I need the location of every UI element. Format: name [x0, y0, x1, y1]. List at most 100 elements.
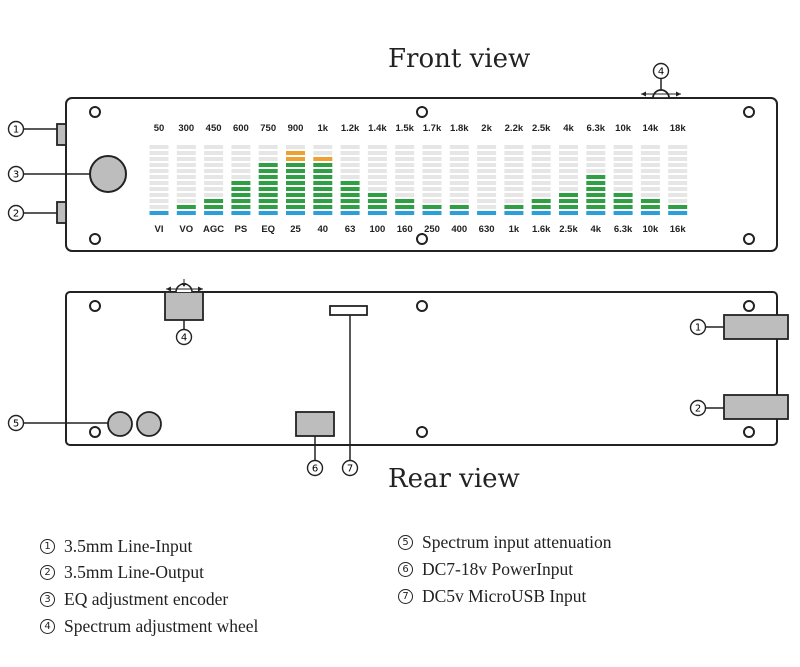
spectrum-bar [231, 145, 251, 215]
legend-number: 4 [40, 619, 55, 634]
lit-segment [231, 193, 251, 197]
callout-1: 1 [7, 120, 25, 138]
unlit-segment [640, 145, 660, 149]
lit-segment [286, 187, 305, 191]
callout-2: 2 [7, 204, 25, 222]
screw-hole [416, 426, 428, 438]
unlit-segment [395, 175, 415, 179]
lit-segment [340, 199, 360, 203]
bottom-frequency-label: PS [235, 224, 248, 235]
bottom-frequency-label: VI [155, 224, 164, 235]
unlit-segment [395, 187, 415, 191]
unlit-segment [422, 157, 442, 161]
callout-number: 7 [347, 464, 353, 475]
lit-segment [258, 175, 278, 179]
lit-segment [367, 205, 387, 209]
unlit-segment [340, 169, 360, 173]
callout-number: 1 [695, 323, 701, 334]
unlit-segment [668, 199, 688, 203]
unlit-segment [149, 175, 169, 179]
unlit-segment [204, 187, 224, 191]
unlit-segment [613, 151, 633, 155]
unlit-segment [586, 151, 606, 155]
lit-segment [586, 187, 606, 191]
bottom-frequency-label: 10k [642, 224, 659, 235]
rear-view-title: Rear view [388, 464, 520, 494]
lit-segment [286, 199, 305, 203]
lit-segment [204, 205, 224, 209]
unlit-segment [640, 193, 660, 197]
top-frequency-label: 300 [178, 123, 194, 134]
unlit-segment [395, 157, 415, 161]
spectrum-bars [149, 145, 688, 215]
lit-segment [286, 163, 305, 167]
spectrum-bar [477, 145, 497, 215]
unlit-segment [531, 145, 551, 149]
callout-2: 2 [689, 399, 707, 417]
top-frequency-label: 750 [260, 123, 276, 134]
top-frequency-label: 6.3k [587, 123, 606, 134]
lit-segment [586, 193, 606, 197]
spectrum-bar [176, 145, 196, 215]
unlit-segment [340, 157, 360, 161]
unlit-segment [395, 169, 415, 173]
unlit-segment [176, 145, 196, 149]
unlit-segment [149, 157, 169, 161]
lit-segment [367, 199, 387, 203]
top-frequency-label: 14k [642, 123, 659, 134]
front-callouts: 1 3 2 4 [7, 62, 670, 222]
unlit-segment [559, 163, 578, 167]
lit-segment [231, 181, 251, 185]
lit-segment [613, 199, 633, 203]
unlit-segment [449, 199, 469, 203]
unlit-segment [559, 145, 578, 149]
unlit-segment [286, 145, 305, 149]
lit-segment [449, 205, 469, 209]
unlit-segment [449, 145, 469, 149]
lit-segment [286, 175, 305, 179]
bar-base-segment [149, 211, 169, 215]
lit-segment [286, 205, 305, 209]
lit-segment [640, 205, 660, 209]
unlit-segment [504, 151, 524, 155]
unlit-segment [176, 181, 196, 185]
bar-base-segment [231, 211, 251, 215]
bottom-frequency-label: VO [179, 224, 193, 235]
unlit-segment [531, 187, 551, 191]
spectrum-bar [149, 145, 169, 215]
unlit-segment [231, 169, 251, 173]
bar-base-segment [422, 211, 442, 215]
bar-base-segment [477, 211, 497, 215]
top-frequency-label: 2k [481, 123, 492, 134]
unlit-segment [258, 145, 278, 149]
legend-item-5: 5 Spectrum input attenuation [398, 532, 612, 553]
bottom-frequency-label: 400 [451, 224, 467, 235]
callout-3: 3 [7, 165, 25, 183]
lit-segment [313, 163, 333, 167]
lit-segment [586, 205, 606, 209]
unlit-segment [504, 169, 524, 173]
lit-segment [286, 181, 305, 185]
unlit-segment [340, 151, 360, 155]
bottom-frequency-label: 630 [479, 224, 495, 235]
lit-segment [395, 205, 415, 209]
unlit-segment [504, 187, 524, 191]
unlit-segment [313, 151, 333, 155]
attenuation-knob [107, 411, 133, 437]
callout-number: 1 [13, 125, 19, 136]
callout-5: 5 [7, 414, 25, 432]
legend-item-1: 1 3.5mm Line-Input [40, 536, 192, 557]
unlit-segment [340, 175, 360, 179]
unlit-segment [176, 187, 196, 191]
spectrum-bar [367, 145, 387, 215]
unlit-segment [176, 169, 196, 173]
lit-segment [176, 205, 196, 209]
callout-number: 2 [695, 404, 701, 415]
screw-hole [89, 426, 101, 438]
unlit-segment [586, 169, 606, 173]
lit-segment [258, 205, 278, 209]
unlit-segment [531, 175, 551, 179]
unlit-segment [477, 193, 497, 197]
unlit-segment [586, 163, 606, 167]
wheel-arrow-heads [641, 91, 681, 97]
